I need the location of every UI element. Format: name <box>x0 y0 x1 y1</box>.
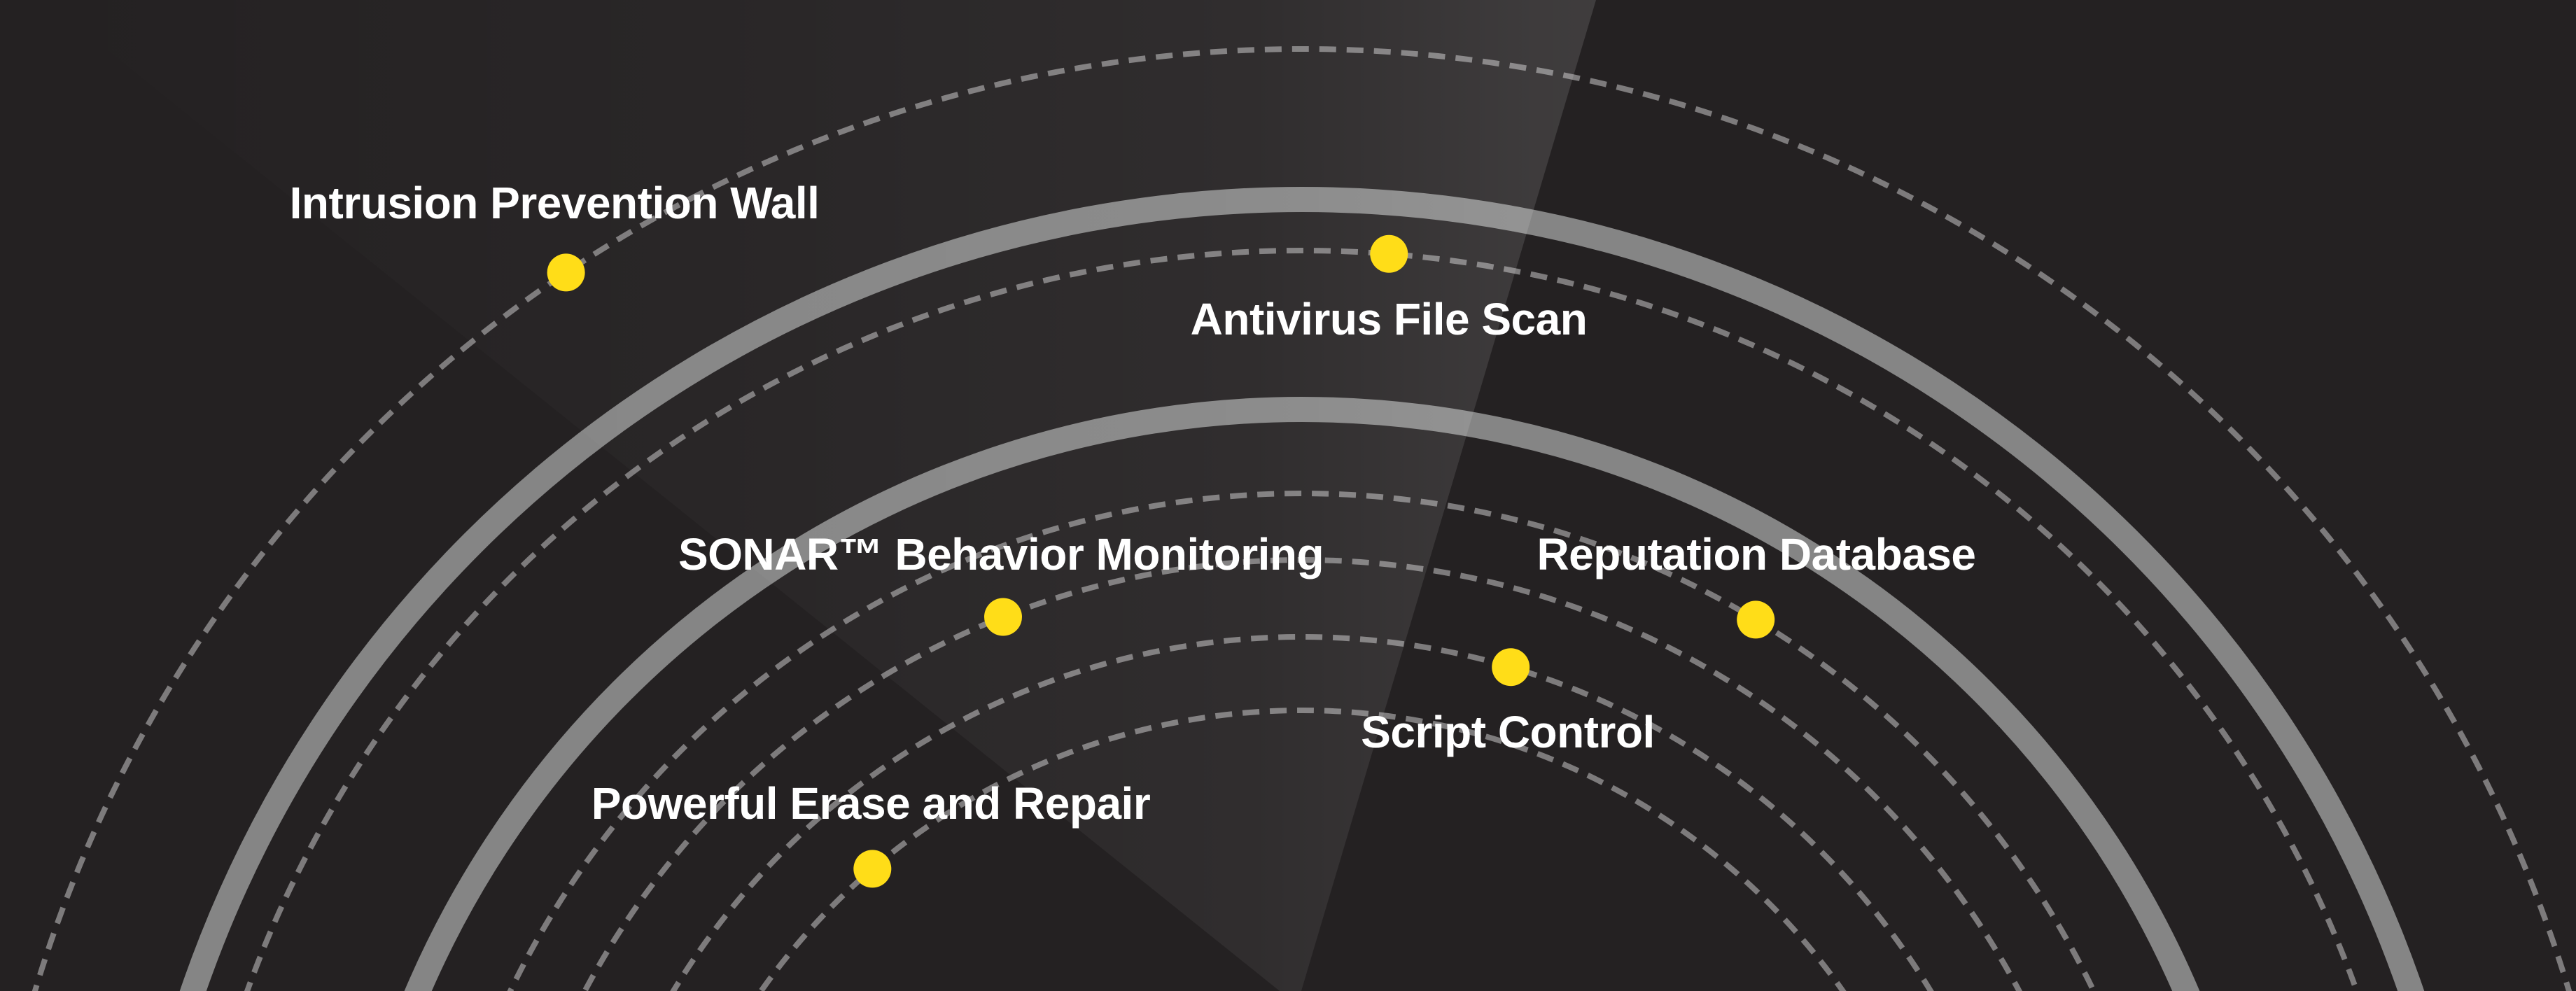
radar-sweep-beam <box>45 0 1596 991</box>
feature-label-intrusion-prevention-wall: Intrusion Prevention Wall <box>289 178 820 228</box>
feature-dot-0 <box>547 253 585 292</box>
feature-label-antivirus-file-scan: Antivirus File Scan <box>1190 293 1588 344</box>
feature-dot-5 <box>853 850 892 888</box>
feature-dot-1 <box>1370 234 1408 273</box>
feature-dot-4 <box>1492 648 1530 687</box>
feature-dots <box>547 234 1775 888</box>
feature-label-powerful-erase-and-repair: Powerful Erase and Repair <box>591 778 1151 829</box>
feature-label-script-control: Script Control <box>1361 707 1655 757</box>
feature-label-reputation-database: Reputation Database <box>1536 529 1976 579</box>
feature-dot-3 <box>1737 600 1775 639</box>
feature-dot-2 <box>984 598 1022 636</box>
feature-label-sonar-behavior-monitoring: SONAR™ Behavior Monitoring <box>678 529 1324 579</box>
